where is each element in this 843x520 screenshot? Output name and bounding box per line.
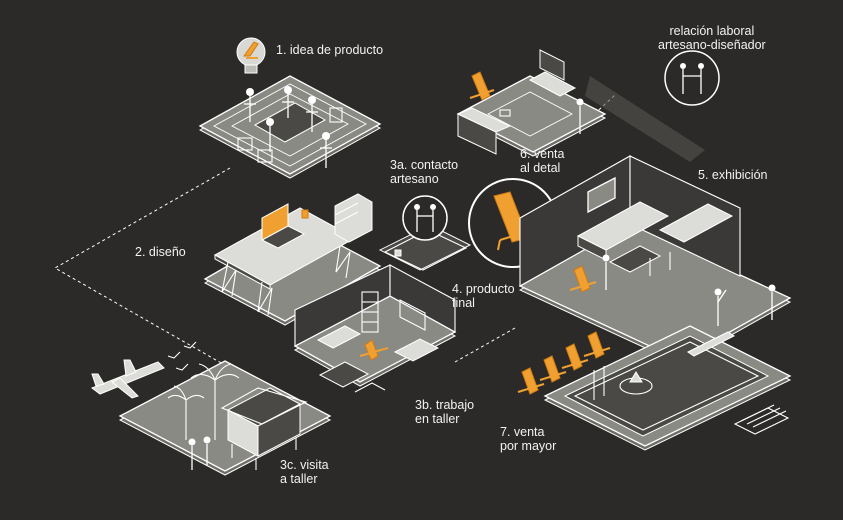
scene-workshop bbox=[293, 264, 457, 393]
label-step3b: 3b. trabajo en taller bbox=[415, 398, 475, 426]
label-step6: 6. venta al detal bbox=[520, 147, 565, 175]
label-step4: 4. producto final bbox=[452, 282, 515, 310]
person-icon bbox=[188, 436, 211, 470]
palm-tree-icon bbox=[167, 363, 240, 440]
scene-wholesale bbox=[517, 325, 792, 451]
scene-design bbox=[203, 193, 382, 326]
legend-relation bbox=[664, 50, 720, 106]
person-icon bbox=[266, 118, 274, 152]
birds bbox=[167, 341, 197, 371]
chair-icon bbox=[469, 71, 495, 101]
person-icon bbox=[320, 132, 332, 168]
person-icon bbox=[680, 63, 704, 94]
laptop-icon bbox=[260, 203, 306, 249]
house-icon bbox=[220, 387, 308, 470]
pool-icon bbox=[563, 335, 770, 437]
connector-lines bbox=[53, 94, 616, 369]
person-icon bbox=[282, 86, 294, 118]
scene-exhibition bbox=[518, 155, 792, 365]
drain-grate bbox=[733, 404, 790, 435]
person-icon bbox=[414, 204, 436, 232]
lightbulb-icon bbox=[236, 37, 266, 74]
person-icon bbox=[768, 284, 776, 320]
label-step1: 1. idea de producto bbox=[276, 43, 384, 57]
person-icon bbox=[306, 96, 318, 132]
chair-icon bbox=[517, 331, 611, 395]
person-icon bbox=[714, 288, 727, 326]
label-step3c: 3c. visita a taller bbox=[280, 458, 329, 486]
label-step5: 5. exhibición bbox=[698, 168, 768, 182]
label-step7: 7. venta por mayor bbox=[500, 425, 557, 453]
scene-village bbox=[90, 341, 332, 476]
person-icon bbox=[602, 254, 610, 290]
scene-retail bbox=[456, 49, 705, 162]
scene-idea bbox=[198, 37, 382, 179]
chair-icon bbox=[569, 265, 597, 293]
label-step3a: 3a. contacto artesano bbox=[390, 158, 459, 186]
person-icon bbox=[244, 88, 256, 122]
sofa-icon bbox=[456, 107, 512, 155]
airplane-icon bbox=[90, 359, 165, 399]
label-legend: relación laboral artesano-diseñador bbox=[658, 24, 766, 52]
tv-icon bbox=[528, 49, 577, 97]
label-step2: 2. diseño bbox=[135, 245, 186, 259]
scene-contact bbox=[378, 195, 472, 271]
person-icon bbox=[576, 98, 584, 134]
